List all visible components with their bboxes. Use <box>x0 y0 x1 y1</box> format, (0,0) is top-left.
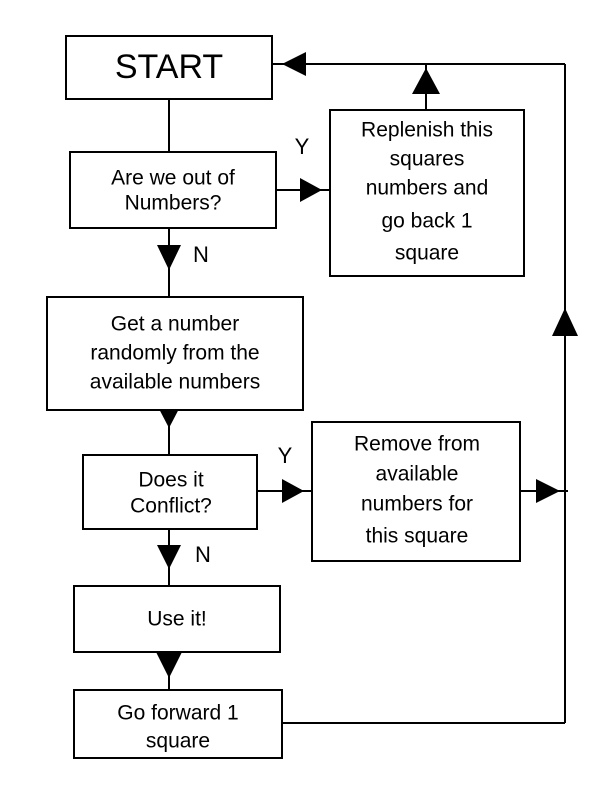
arrowhead-question-no-icon <box>157 245 181 270</box>
node-out-of-numbers[interactable]: Are we out of Numbers? <box>69 151 277 229</box>
node-go-forward-line-2: square <box>146 730 210 753</box>
node-replenish-line-3: numbers and <box>366 177 489 200</box>
node-replenish-line-2: squares <box>390 148 465 171</box>
node-replenish-box <box>329 109 525 277</box>
node-remove-line-3: numbers for <box>361 493 473 516</box>
node-conflict-line-1: Does it <box>138 469 204 492</box>
arrowhead-remove-right-icon <box>536 479 560 503</box>
arrowhead-right-rail-up-icon <box>552 308 578 336</box>
edge-label-yes-top: Y <box>295 134 310 159</box>
node-start-label: START <box>115 48 223 86</box>
node-go-forward-box <box>73 689 283 759</box>
node-remove-box <box>311 421 521 562</box>
node-go-forward-line-1: Go forward 1 <box>117 702 238 725</box>
node-out-of-numbers-line-2: Numbers? <box>125 192 222 215</box>
node-start-box <box>65 35 273 100</box>
edge-label-yes-bottom: Y <box>278 443 293 468</box>
node-conflict-line-2: Conflict? <box>130 495 212 518</box>
node-replenish[interactable]: Replenish this squares numbers and go ba… <box>329 109 525 277</box>
node-start[interactable]: START <box>65 35 273 100</box>
node-replenish-line-5: square <box>395 242 459 265</box>
node-get-number-line-1: Get a number <box>111 313 239 336</box>
edge-label-no-bottom: N <box>195 542 211 567</box>
arrowhead-conflict-no-icon <box>157 545 181 569</box>
arrowhead-replenish-up-icon <box>412 68 440 94</box>
arrowhead-conflict-yes-icon <box>282 479 304 503</box>
node-get-number-box <box>46 296 304 411</box>
arrowhead-question-yes-icon <box>300 178 322 202</box>
node-conflict-box <box>82 454 258 530</box>
node-use-it-box <box>73 585 281 653</box>
node-use-it[interactable]: Use it! <box>73 585 281 653</box>
arrowhead-useit-down-icon <box>156 652 182 678</box>
node-go-forward[interactable]: Go forward 1 square <box>73 689 283 759</box>
node-out-of-numbers-box <box>69 151 277 229</box>
node-remove-line-1: Remove from <box>354 433 480 456</box>
node-conflict[interactable]: Does it Conflict? <box>82 454 258 530</box>
arrowhead-top-rail-left-icon <box>282 52 306 76</box>
node-get-number[interactable]: Get a number randomly from the available… <box>46 296 304 411</box>
node-use-it-label: Use it! <box>147 608 207 631</box>
node-replenish-line-4: go back 1 <box>381 210 472 233</box>
node-get-number-line-3: available numbers <box>90 371 260 394</box>
node-remove[interactable]: Remove from available numbers for this s… <box>311 421 521 562</box>
node-replenish-line-1: Replenish this <box>361 119 493 142</box>
node-out-of-numbers-line-1: Are we out of <box>111 167 235 190</box>
node-get-number-line-2: randomly from the <box>90 342 259 365</box>
node-remove-line-2: available <box>376 463 459 486</box>
node-remove-line-4: this square <box>366 525 469 548</box>
edge-label-no-top: N <box>193 242 209 267</box>
